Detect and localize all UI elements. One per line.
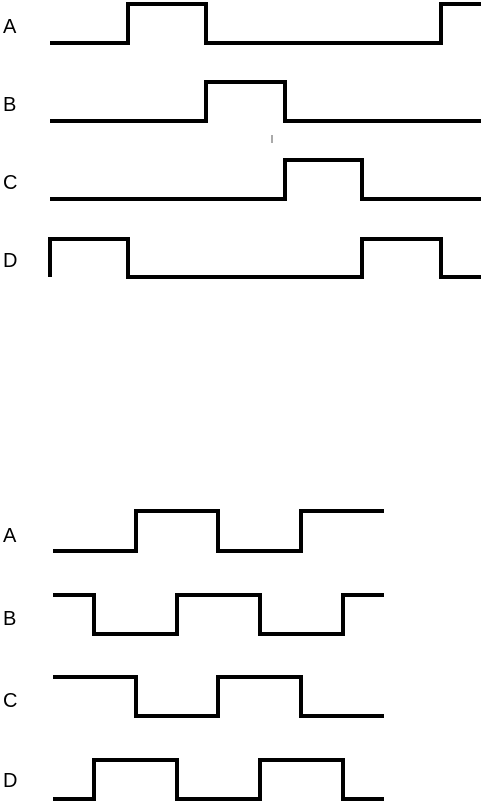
bottom-signal-c-label: C bbox=[3, 690, 17, 712]
bottom-signal-b-waveform bbox=[53, 595, 384, 634]
top-signal-d-label: D bbox=[3, 250, 17, 272]
top-signal-a-label: A bbox=[3, 16, 17, 38]
top-signal-b-label: B bbox=[3, 94, 16, 116]
bottom-signal-a-waveform bbox=[53, 511, 384, 551]
bottom-signal-d-waveform bbox=[53, 760, 384, 799]
bottom-signal-c-waveform bbox=[53, 677, 384, 716]
bottom-signal-b-label: B bbox=[3, 608, 16, 630]
top-signal-c-label: C bbox=[3, 172, 17, 194]
bottom-signal-d-label: D bbox=[3, 770, 17, 792]
bottom-signal-a-label: A bbox=[3, 525, 17, 547]
top-signal-b-waveform bbox=[50, 82, 481, 121]
bottom-timing-diagram: A B C D bbox=[3, 511, 384, 799]
top-signal-a-waveform bbox=[50, 4, 481, 43]
top-signal-d-waveform bbox=[50, 239, 481, 277]
top-signal-c-waveform bbox=[50, 160, 481, 199]
top-timing-diagram: A B C D bbox=[3, 4, 481, 277]
